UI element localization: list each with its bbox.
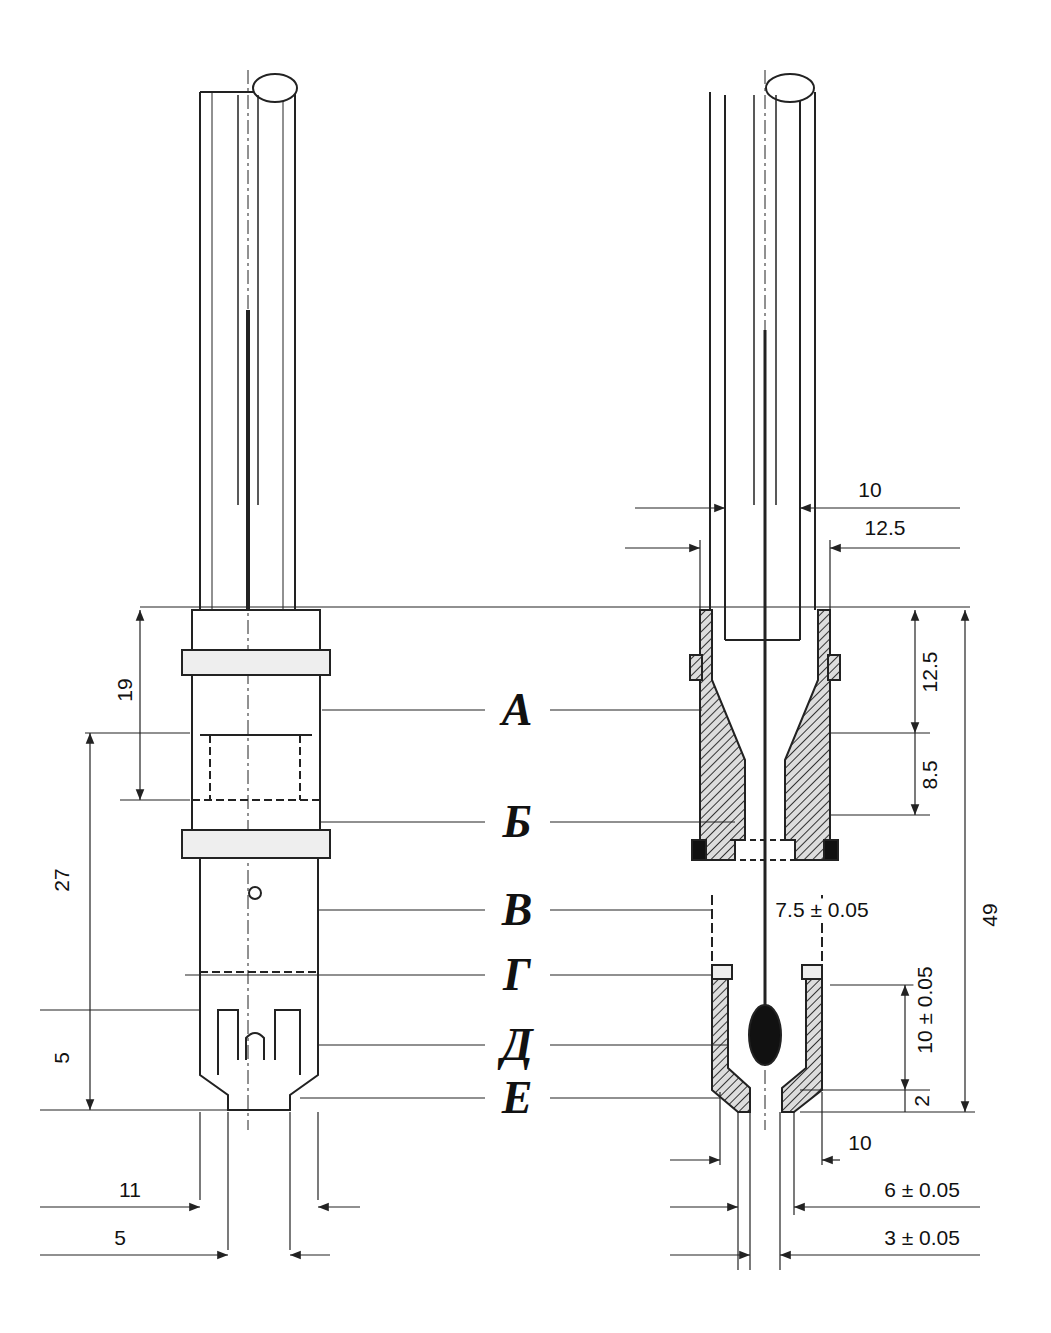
part-letter: А [496, 685, 539, 736]
part-letter: В [496, 885, 539, 936]
part-letter: Б [496, 797, 537, 848]
dimension-value: 12.5 [862, 516, 909, 539]
dimension-value: 27 [50, 865, 73, 894]
dimension-value: 10 ± 0.05 [913, 963, 936, 1056]
dimension-value: 11 [116, 1178, 144, 1201]
dimension-value: 49 [978, 900, 1001, 929]
dimension-value: 10 [855, 478, 884, 501]
dimension-value: 5 [50, 1049, 73, 1067]
dimension-value: 5 [111, 1226, 129, 1249]
part-letter: Д [495, 1020, 538, 1071]
dimension-value: 10 [845, 1131, 874, 1154]
dimension-value: 7.5 ± 0.05 [772, 898, 871, 921]
dimension-value: 3 ± 0.05 [881, 1226, 963, 1249]
dimension-value: 8.5 [918, 757, 941, 792]
dimension-value: 19 [113, 675, 136, 704]
part-letter: Е [496, 1073, 539, 1124]
dimension-value: 6 ± 0.05 [881, 1178, 963, 1201]
part-letter: Г [497, 950, 537, 1001]
dimension-value: 2 [910, 1092, 933, 1110]
dimension-value: 12.5 [918, 649, 941, 696]
